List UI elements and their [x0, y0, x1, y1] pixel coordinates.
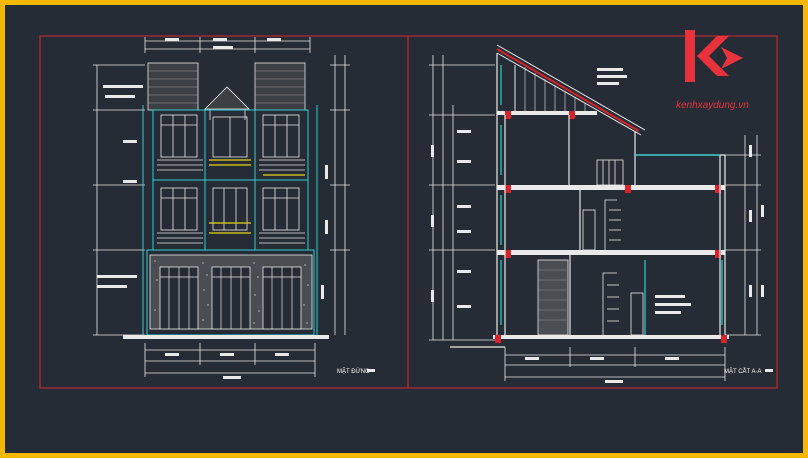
logo-bar-icon: [685, 30, 695, 82]
section-drawing: [429, 44, 764, 383]
brand-logo: [685, 30, 743, 82]
cad-drawing: MẶT ĐỨNG: [39, 30, 778, 389]
elevation-caption-scale: [367, 369, 375, 372]
section-caption: MẶT CẮT A-A: [724, 367, 761, 375]
logo-chevron-icon: [697, 36, 729, 76]
cad-canvas: MẶT ĐỨNG: [5, 5, 803, 453]
brand-name: kenhxaydung.vn: [676, 100, 749, 111]
elevation-drawing: [93, 37, 350, 379]
section-caption-scale: [765, 369, 773, 372]
elevation-caption: MẶT ĐỨNG: [337, 368, 370, 375]
logo-play-icon: [721, 47, 743, 69]
